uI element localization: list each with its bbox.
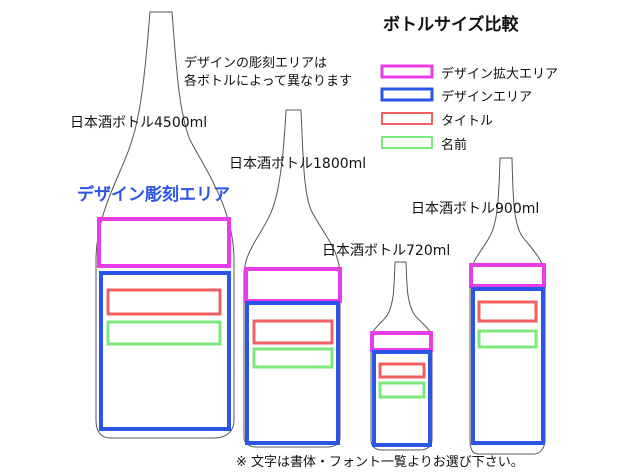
bottle-720ml-label: 日本酒ボトル720ml	[322, 240, 450, 260]
design-expand-area-900ml	[471, 265, 544, 286]
title-area-1800ml	[254, 321, 332, 343]
legend-label-title: タイトル	[441, 110, 493, 129]
bottle-1800ml-label: 日本酒ボトル1800ml	[229, 153, 366, 173]
engraving-note: デザインの彫刻エリアは 各ボトルによって異なります	[184, 55, 352, 91]
legend-label-design-area: デザインエリア	[441, 86, 532, 105]
name-area-4500ml	[108, 322, 220, 344]
legend-label-design-expand: デザイン拡大エリア	[441, 63, 558, 82]
name-area-720ml	[380, 383, 424, 397]
title-area-900ml	[479, 302, 536, 321]
footer-note: ※ 文字は書体・フォント一覧よりお選び下さい。	[236, 451, 524, 470]
legend-swatch-design-area	[382, 89, 432, 100]
legend-label-name: 名前	[441, 134, 467, 153]
legend-swatch-design-expand	[382, 66, 432, 77]
design-expand-area-4500ml	[99, 219, 229, 266]
design-area-900ml	[473, 289, 543, 443]
design-expand-area-1800ml	[246, 269, 340, 301]
name-area-1800ml	[254, 349, 332, 367]
design-expand-area-720ml	[372, 333, 431, 350]
design-area-1800ml	[247, 303, 338, 443]
bottle-4500ml-label: 日本酒ボトル4500ml	[70, 112, 207, 132]
engraving-note-line-1: デザインの彫刻エリアは	[184, 55, 352, 73]
design-area-4500ml	[101, 273, 229, 429]
bottle-900ml-label: 日本酒ボトル900ml	[411, 198, 539, 218]
legend-swatch-title	[382, 113, 432, 124]
bottle-720ml-outline	[371, 262, 432, 450]
title-area-4500ml	[108, 290, 220, 314]
diagram-title: ボトルサイズ比較	[383, 10, 519, 35]
engraving-note-line-2: 各ボトルによって異なります	[184, 73, 352, 91]
title-area-720ml	[380, 364, 424, 377]
legend-swatch-name	[382, 137, 432, 148]
name-area-900ml	[479, 331, 536, 347]
design-engraving-area-label: デザイン彫刻エリア	[77, 180, 230, 205]
